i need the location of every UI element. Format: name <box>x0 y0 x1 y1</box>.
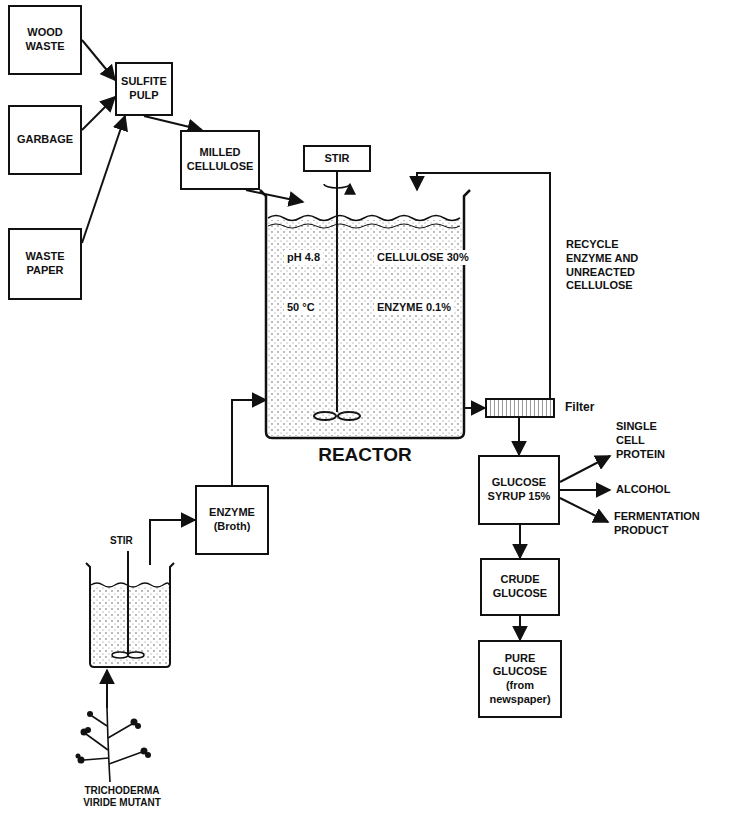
output-arrow <box>560 456 610 482</box>
flow-arrow <box>519 616 521 640</box>
flow-arrow <box>518 418 520 455</box>
node-text: GLUCOSE SYRUP 15% <box>483 476 555 504</box>
conidiophore-drawing <box>72 708 172 784</box>
product-box: PURE GLUCOSE (from newspaper) <box>478 640 562 718</box>
recycle-note: RECYCLE ENZYME AND UNREACTED CELLULOSE <box>566 238 650 293</box>
node-text: PURE GLUCOSE (from newspaper) <box>483 652 557 707</box>
reactor-condition: CELLULOSE 30% <box>374 250 472 265</box>
flow-arrow <box>144 116 202 130</box>
process-box: SULFITE PULP <box>115 62 173 116</box>
enzyme-box: ENZYME (Broth) <box>195 485 269 555</box>
reactor-condition: pH 4.8 <box>284 250 323 265</box>
node-text: WASTE PAPER <box>13 250 77 278</box>
flow-arrow <box>150 520 195 565</box>
node-text: CRUDE GLUCOSE <box>485 573 555 601</box>
flow-arrow <box>82 116 125 243</box>
output-label: ALCOHOL <box>616 483 696 497</box>
flow-arrow <box>232 400 266 485</box>
stir-box: STIR <box>303 145 371 172</box>
reactor-vessel: pH 4.8 CELLULOSE 30% 50 °C ENZYME 0.1% REACT… <box>258 188 472 478</box>
node-text: SULFITE PULP <box>120 75 168 103</box>
fermenter-outline <box>80 535 180 670</box>
stir-label: STIR <box>110 535 133 546</box>
flow-arrow <box>106 670 108 708</box>
process-box: MILLED CELLULOSE <box>180 130 260 190</box>
flow-arrow <box>82 40 115 80</box>
beaker-outline <box>258 188 472 443</box>
node-text: WOOD WASTE <box>13 26 77 54</box>
node-text: STIR <box>324 152 349 166</box>
source-box: WOOD WASTE <box>8 5 82 75</box>
flow-arrow <box>246 190 303 202</box>
filter-label: Filter <box>565 400 594 414</box>
output-label: SINGLE CELL PROTEIN <box>616 420 682 461</box>
organism-label: TRICHODERMA VIRIDE MUTANT <box>72 785 172 809</box>
filter-unit: Filter <box>485 398 555 418</box>
product-box: GLUCOSE SYRUP 15% <box>478 455 560 525</box>
flow-arrow <box>519 525 521 558</box>
product-box: CRUDE GLUCOSE <box>480 558 560 616</box>
output-arrow <box>560 498 608 522</box>
output-arrow <box>560 489 610 491</box>
node-text: GARBAGE <box>17 133 73 147</box>
reactor-condition: ENZYME 0.1% <box>374 300 454 315</box>
fungus-organism: TRICHODERMA VIRIDE MUTANT <box>72 708 172 826</box>
reactor-condition: 50 °C <box>284 300 318 315</box>
fermenter-vessel: STIR <box>80 535 180 670</box>
reactor-title: REACTOR <box>258 444 472 466</box>
flow-arrow <box>464 407 485 409</box>
source-box: WASTE PAPER <box>8 228 82 300</box>
output-label: FERMENTATION PRODUCT <box>614 510 726 538</box>
node-text: MILLED CELLULOSE <box>185 146 255 174</box>
node-text: ENZYME (Broth) <box>200 506 264 534</box>
flow-arrow <box>82 97 115 130</box>
source-box: GARBAGE <box>8 105 82 175</box>
rotation-arrow <box>324 184 350 188</box>
